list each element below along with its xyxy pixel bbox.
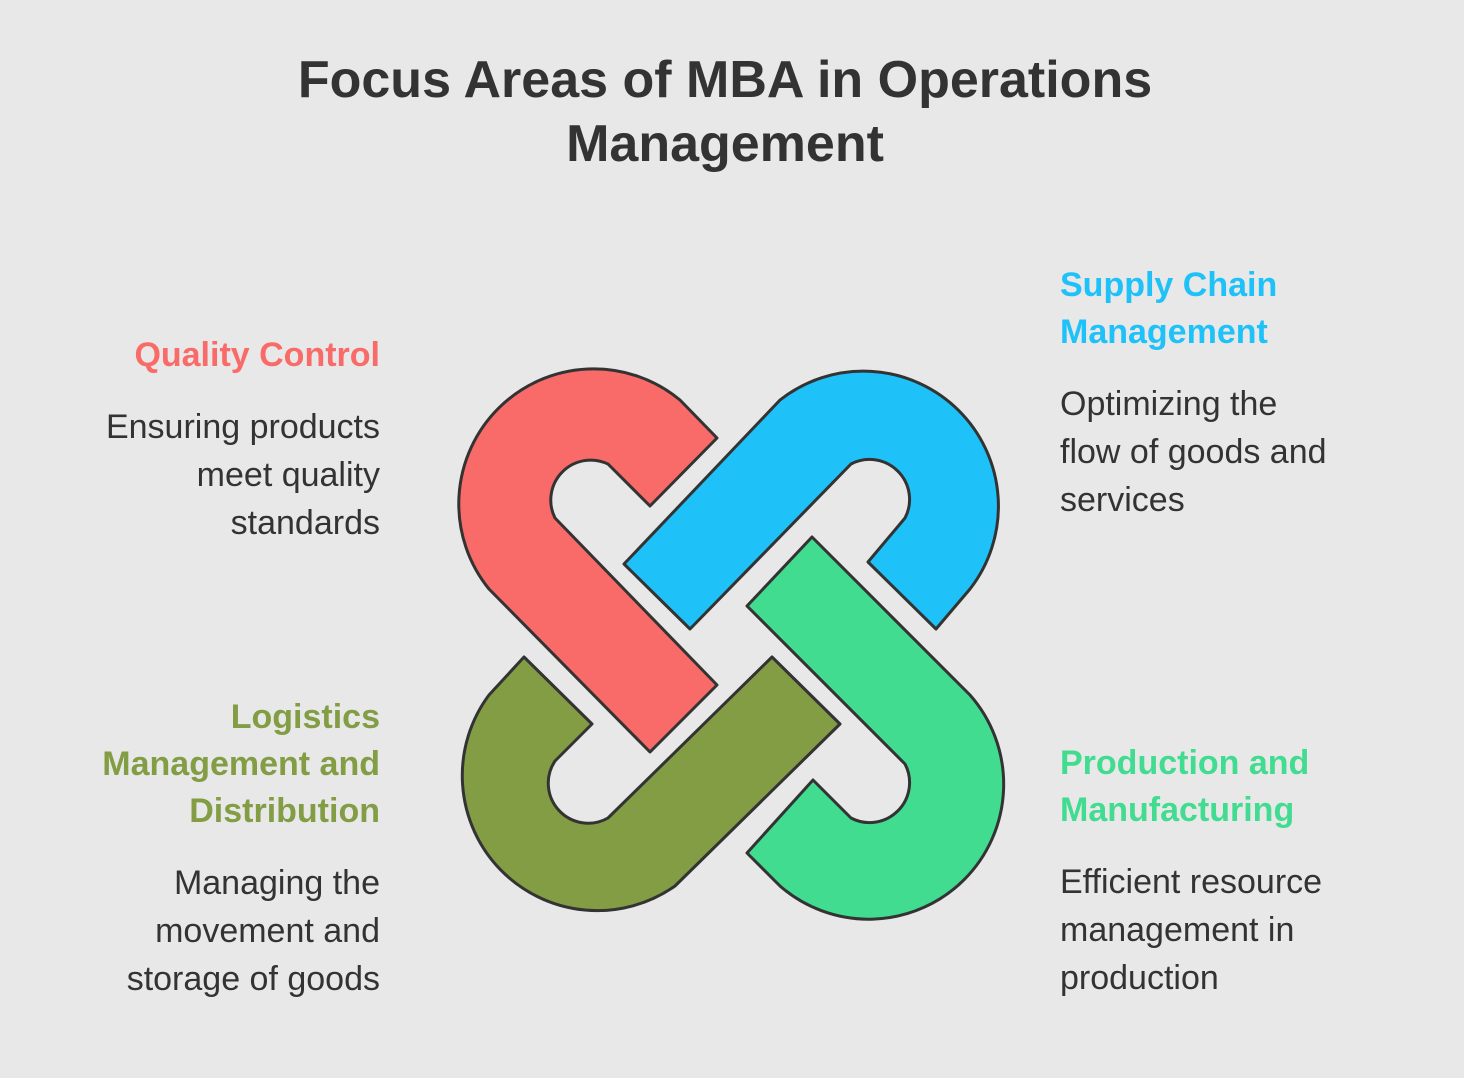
logistics-desc-line: movement and xyxy=(155,912,380,950)
production-block: Production and Manufacturing Efficient r… xyxy=(1060,740,1440,1002)
logistics-heading-line: Distribution xyxy=(189,792,380,830)
logistics-link-shape xyxy=(460,655,842,913)
supply-heading-line: Supply Chain xyxy=(1060,266,1278,304)
supply-desc-line: Optimizing the xyxy=(1060,385,1278,423)
quality-control-heading: Quality Control xyxy=(40,332,380,379)
production-desc-line: management in xyxy=(1060,911,1295,949)
quality-control-block: Quality Control Ensuring products meet q… xyxy=(40,332,380,547)
logistics-description: Managing the movement and storage of goo… xyxy=(30,859,380,1003)
production-description: Efficient resource management in product… xyxy=(1060,858,1440,1002)
production-link-shape xyxy=(745,535,1006,921)
logistics-heading-line: Management and xyxy=(102,745,380,783)
production-heading-line: Production and xyxy=(1060,744,1310,782)
production-heading-line: Manufacturing xyxy=(1060,791,1295,829)
quality-desc-line: Ensuring products xyxy=(105,408,380,446)
quality-desc-line: standards xyxy=(230,504,380,542)
supply-heading-line: Management xyxy=(1060,313,1268,351)
quality-link-shape xyxy=(457,367,719,754)
title-line-2: Management xyxy=(566,115,884,173)
logistics-desc-line: Managing the xyxy=(173,864,380,902)
title-line-1: Focus Areas of MBA in Operations xyxy=(297,51,1153,109)
production-desc-line: production xyxy=(1060,959,1219,997)
quality-heading-line: Quality Control xyxy=(134,336,380,374)
logistics-block: Logistics Management and Distribution Ma… xyxy=(30,694,380,1003)
supply-desc-line: services xyxy=(1060,481,1185,519)
supply-link-shape xyxy=(622,369,1000,631)
quality-control-description: Ensuring products meet quality standards xyxy=(40,403,380,547)
supply-chain-heading: Supply Chain Management xyxy=(1060,262,1440,356)
production-heading: Production and Manufacturing xyxy=(1060,740,1440,834)
production-desc-line: Efficient resource xyxy=(1060,863,1323,901)
supply-chain-description: Optimizing the flow of goods and service… xyxy=(1060,380,1440,524)
logistics-desc-line: storage of goods xyxy=(126,960,380,998)
supply-chain-block: Supply Chain Management Optimizing the f… xyxy=(1060,262,1440,524)
supply-desc-line: flow of goods and xyxy=(1060,433,1327,471)
quality-desc-line: meet quality xyxy=(196,456,380,494)
logistics-heading-line: Logistics xyxy=(230,698,380,736)
page-title: Focus Areas of MBA in Operations Managem… xyxy=(180,48,1270,176)
logistics-heading: Logistics Management and Distribution xyxy=(30,694,380,835)
